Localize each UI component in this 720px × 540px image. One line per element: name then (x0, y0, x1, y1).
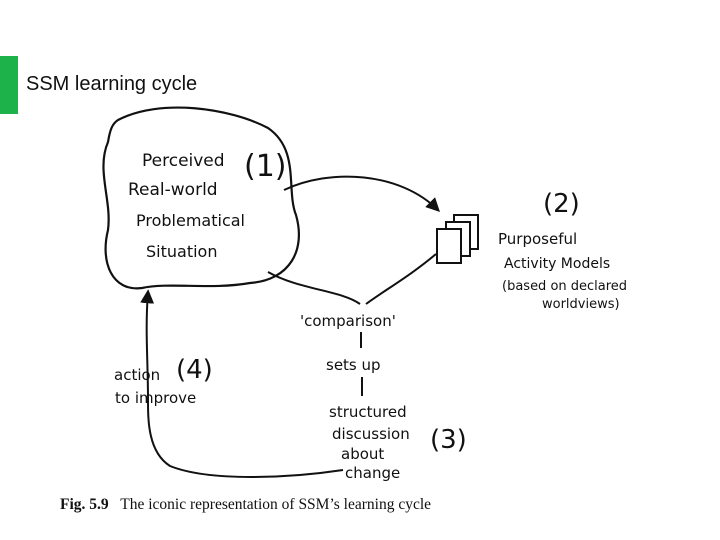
action-number: (4) (176, 355, 213, 385)
models-stack-icon (436, 214, 479, 264)
discussion-line-4: change (345, 464, 400, 482)
line-situation-to-comparison (267, 271, 361, 305)
action-line-1: action (114, 366, 160, 384)
discussion-line-3: about (341, 445, 384, 463)
comparison-label: 'comparison' (300, 312, 396, 330)
line-models-to-comparison (365, 253, 437, 305)
caption-text: The iconic representation of SSM’s learn… (120, 496, 432, 513)
action-line-2: to improve (115, 389, 196, 407)
discussion-number: (3) (430, 425, 467, 455)
discussion-line-1: structured (329, 403, 407, 421)
figure-caption: Fig. 5.9 The iconic representation of SS… (60, 496, 431, 514)
situation-line-4: Situation (146, 242, 217, 261)
models-line-1: Purposeful (498, 230, 577, 248)
discussion-line-2: discussion (332, 425, 410, 443)
situation-number: (1) (244, 149, 287, 184)
slide-title: SSM learning cycle (26, 73, 198, 95)
models-number: (2) (543, 189, 580, 219)
models-line-4: worldviews) (542, 297, 620, 312)
models-line-3: (based on declared (502, 279, 627, 294)
situation-line-2: Real-world (128, 180, 218, 200)
models-line-2: Activity Models (504, 256, 610, 272)
arrow-return-loop (140, 289, 344, 478)
sets-up-label: sets up (326, 356, 381, 374)
situation-cloud (102, 106, 300, 290)
arrow-to-models (283, 175, 440, 212)
situation-line-3: Problematical (136, 211, 245, 230)
accent-bar (0, 56, 18, 114)
caption-fig-number: Fig. 5.9 (60, 496, 109, 513)
situation-line-1: Perceived (142, 151, 225, 171)
